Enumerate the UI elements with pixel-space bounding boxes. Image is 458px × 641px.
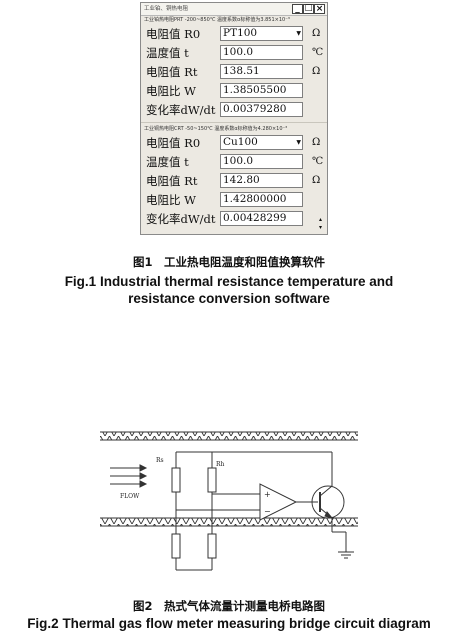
flow-label: FLOW xyxy=(120,493,140,500)
figure2-caption-en: Fig.2 Thermal gas flow meter measuring b… xyxy=(27,616,431,631)
chevron-down-icon[interactable]: ▼ xyxy=(296,139,301,146)
crt-r0-select[interactable]: Cu100 ▼ xyxy=(220,135,303,150)
transistor-icon xyxy=(311,485,345,519)
prt-section-header: 工业铂热电阻PRT -200~850℃ 温度系数α标称值为3.851×10⁻³ xyxy=(144,17,290,23)
prt-t-unit: ℃ xyxy=(312,47,324,58)
ground-icon xyxy=(338,551,354,559)
window-title: 工业铂、铜热电阻 xyxy=(144,6,189,12)
pipe-upper-wall xyxy=(100,431,358,441)
prt-row-w: 电阻比 W 1.38505500 xyxy=(144,82,326,100)
prt-r0-unit: Ω xyxy=(312,28,321,39)
resistor-rh xyxy=(207,467,217,493)
resistor-r1 xyxy=(171,533,181,559)
scroll-up-icon[interactable]: ▴ xyxy=(318,216,322,223)
figure1-caption-en-line2: resistance conversion software xyxy=(128,291,330,306)
bridge-circuit-diagram: FLOW Rs Rh + − xyxy=(100,431,358,571)
crt-row-dwdt: 变化率dW/dt 0.00428299 xyxy=(144,210,326,228)
rh-label: Rh xyxy=(216,461,225,468)
crt-row-t: 温度值 t 100.0 ℃ xyxy=(144,153,326,171)
crt-dwdt-input[interactable]: 0.00428299 xyxy=(220,211,303,226)
close-icon[interactable]: × xyxy=(314,4,325,14)
conversion-software-window: 工业铂、铜热电阻 _ ☐ × 工业铂热电阻PRT -200~850℃ 温度系数α… xyxy=(140,2,328,235)
resistor-rs xyxy=(171,467,181,493)
prt-t-label: 温度值 t xyxy=(146,46,189,60)
prt-r0-label: 电阻值 R0 xyxy=(146,27,201,41)
flow-arrows-icon xyxy=(110,464,148,488)
maximize-icon[interactable]: ☐ xyxy=(303,4,314,14)
crt-row-r0: 电阻值 R0 Cu100 ▼ Ω xyxy=(144,134,326,152)
crt-r0-label: 电阻值 R0 xyxy=(146,136,201,150)
resistor-r2 xyxy=(207,533,217,559)
crt-r0-unit: Ω xyxy=(312,137,321,148)
op-amp-icon xyxy=(259,483,298,521)
crt-r0-value: Cu100 xyxy=(223,136,258,148)
scroll-down-icon[interactable]: ▾ xyxy=(318,224,322,231)
prt-w-label: 电阻比 W xyxy=(146,84,196,98)
rs-label: Rs xyxy=(156,457,164,464)
crt-section-header: 工业铜热电阻CRT -50~150℃ 温度系数α标称值为4.280×10⁻³ xyxy=(144,126,288,132)
crt-row-w: 电阻比 W 1.42800000 xyxy=(144,191,326,209)
prt-t-input[interactable]: 100.0 xyxy=(220,45,303,60)
window-titlebar: 工业铂、铜热电阻 _ ☐ × xyxy=(141,3,327,16)
prt-r0-select[interactable]: PT100 ▼ xyxy=(220,26,303,41)
prt-dwdt-label: 变化率dW/dt xyxy=(146,103,216,117)
figure2-caption-cn: 图2 热式气体流量计测量电桥电路图 xyxy=(133,599,325,613)
bridge-wiring xyxy=(175,451,347,571)
crt-rt-label: 电阻值 Rt xyxy=(146,174,198,188)
prt-w-input[interactable]: 1.38505500 xyxy=(220,83,303,98)
prt-r0-value: PT100 xyxy=(223,27,258,39)
prt-row-dwdt: 变化率dW/dt 0.00379280 xyxy=(144,101,326,119)
crt-dwdt-label: 变化率dW/dt xyxy=(146,212,216,226)
opamp-minus-label: − xyxy=(264,507,271,516)
crt-t-input[interactable]: 100.0 xyxy=(220,154,303,169)
figure1-caption-en-line1: Fig.1 Industrial thermal resistance temp… xyxy=(64,274,394,289)
figure1-caption-cn: 图1 工业热电阻温度和阻值换算软件 xyxy=(133,255,325,269)
prt-dwdt-input[interactable]: 0.00379280 xyxy=(220,102,303,117)
crt-t-unit: ℃ xyxy=(312,156,324,167)
crt-w-label: 电阻比 W xyxy=(146,193,196,207)
crt-rt-unit: Ω xyxy=(312,175,321,186)
crt-w-input[interactable]: 1.42800000 xyxy=(220,192,303,207)
minimize-icon[interactable]: _ xyxy=(292,4,303,14)
section-divider xyxy=(141,122,327,123)
pipe-lower-wall xyxy=(100,517,358,527)
prt-rt-unit: Ω xyxy=(312,66,321,77)
prt-row-t: 温度值 t 100.0 ℃ xyxy=(144,44,326,62)
prt-row-r0: 电阻值 R0 PT100 ▼ Ω xyxy=(144,25,326,43)
crt-row-rt: 电阻值 Rt 142.80 Ω xyxy=(144,172,326,190)
opamp-plus-label: + xyxy=(264,490,271,499)
chevron-down-icon[interactable]: ▼ xyxy=(296,30,301,37)
crt-t-label: 温度值 t xyxy=(146,155,189,169)
prt-row-rt: 电阻值 Rt 138.51 Ω xyxy=(144,63,326,81)
prt-rt-label: 电阻值 Rt xyxy=(146,65,198,79)
prt-rt-input[interactable]: 138.51 xyxy=(220,64,303,79)
crt-rt-input[interactable]: 142.80 xyxy=(220,173,303,188)
